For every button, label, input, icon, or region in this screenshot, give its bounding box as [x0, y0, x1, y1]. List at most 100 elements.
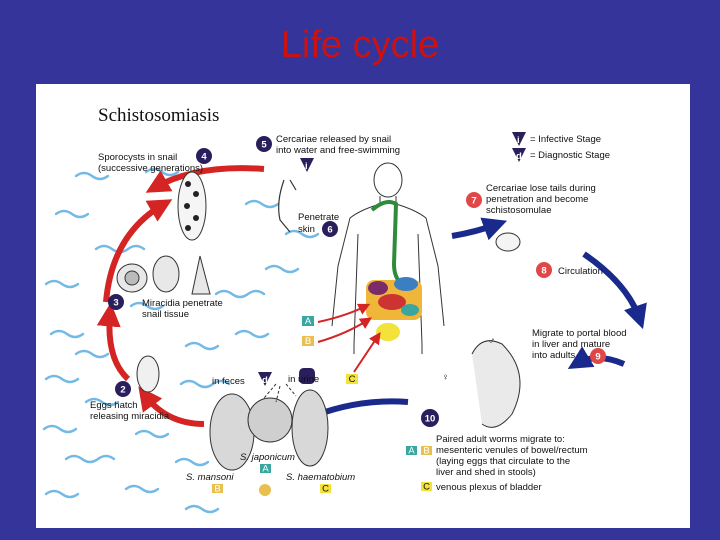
egg-s-haematobium: [291, 389, 329, 467]
svg-text:6: 6: [327, 225, 332, 236]
step-8-text: Circulation: [558, 266, 603, 277]
mansoni-marker-B: [212, 484, 223, 493]
svg-text:B: B: [423, 446, 429, 457]
step-6-text: Penetrate: [298, 212, 339, 223]
snail-illustrations: [116, 255, 211, 295]
step-9-text: Migrate to portal blood: [532, 328, 627, 339]
in-urine-label: in urine: [288, 374, 319, 385]
diagnostic-stage-icon: [512, 148, 526, 162]
step-3-badge: [108, 294, 124, 310]
svg-text:B: B: [305, 336, 311, 347]
blood-vessel-illustration: [370, 200, 404, 290]
svg-text:5: 5: [261, 140, 267, 151]
eggs-illustration: [209, 389, 329, 471]
legend: i = Infective Stage d = Diagnostic Stage: [512, 132, 610, 162]
egg-pointer-lines: [263, 383, 297, 403]
in-feces-label: in feces: [212, 376, 245, 387]
svg-text:8: 8: [541, 266, 546, 277]
step-10-marker-C: [421, 482, 432, 491]
legend-infective-label: = Infective Stage: [530, 134, 601, 145]
svg-text:C: C: [423, 482, 430, 493]
adult-worms-illustration: [471, 340, 521, 428]
arrow-8-circulation: [582, 251, 647, 330]
step-3: 3 Miracidia penetrate snail tissue: [108, 294, 223, 320]
step-8-badge: [536, 262, 552, 278]
step-10-marker-A: [406, 446, 417, 455]
svg-text:B: B: [214, 484, 220, 495]
svg-text:into adults: into adults: [532, 350, 576, 361]
arrow-3-to-4: [103, 199, 173, 303]
step-7: 7 Cercariae lose tails during penetratio…: [466, 183, 596, 216]
svg-text:venous plexus of bladder: venous plexus of bladder: [436, 482, 542, 493]
svg-text:10: 10: [425, 414, 436, 425]
svg-text:releasing miracidia: releasing miracidia: [90, 411, 170, 422]
svg-text:A: A: [305, 316, 312, 327]
step-1-badge: [299, 368, 315, 384]
lifecycle-diagram: Schistosomiasis i = Infective Stage d = …: [42, 105, 647, 514]
svg-text:3: 3: [113, 298, 118, 309]
female-symbol: ♀: [442, 372, 449, 383]
s-haematobium-label: S. haematobium: [286, 472, 355, 483]
step-3-text: Miracidia penetrate: [142, 298, 223, 309]
svg-text:(successive generations): (successive generations): [98, 163, 203, 174]
sporocyst-illustration: [177, 171, 207, 241]
arrow-eggs-to-2: [138, 386, 205, 427]
arrow-4-to-5: [145, 165, 265, 193]
step-5: 5 Cercariae released by snail into water…: [256, 134, 400, 172]
step-4-text: Sporocysts in snail: [98, 152, 177, 163]
svg-text:2: 2: [120, 385, 125, 396]
schistosomulum-illustration: [495, 232, 521, 252]
step-2-badge: [115, 381, 131, 397]
svg-text:A: A: [408, 446, 415, 457]
body-marker-B: [302, 336, 314, 346]
sporocyst-dots: [184, 181, 199, 231]
cercaria-illustration: [278, 179, 297, 233]
step-10-badge: [421, 409, 439, 427]
step-5-badge: [256, 136, 272, 152]
step-2-text: Eggs hatch: [90, 400, 138, 411]
svg-text:7: 7: [471, 196, 476, 207]
svg-text:d: d: [262, 375, 268, 386]
legend-infective-marker: i: [517, 135, 520, 146]
s-mansoni-label: S. mansoni: [186, 472, 234, 483]
svg-text:mesenteric venules of bowel/re: mesenteric venules of bowel/rectum: [436, 445, 588, 456]
step-8: 8 Circulation: [536, 262, 603, 278]
step-10: 10 Paired adult worms migrate to: mesent…: [406, 409, 588, 493]
svg-text:A: A: [262, 464, 269, 475]
egg-s-japonicum: [247, 397, 293, 443]
step-7-text: Cercariae lose tails during: [486, 183, 596, 194]
step-5-text: Cercariae released by snail: [276, 134, 391, 145]
svg-text:schistosomulae: schistosomulae: [486, 205, 551, 216]
step-2: 2 Eggs hatch releasing miracidia: [90, 381, 170, 422]
diagram-title: Schistosomiasis: [98, 105, 219, 126]
japonicum-marker-circle: [259, 484, 271, 496]
svg-text:C: C: [349, 374, 356, 385]
intestines-illustration: [366, 277, 422, 341]
step-5-infective-icon: [300, 158, 314, 172]
step-6: Penetrate skin 6: [298, 212, 339, 237]
legend-diagnostic-label: = Diagnostic Stage: [530, 150, 610, 161]
marker-arrows: [317, 303, 381, 373]
miracidium-illustration: [136, 355, 160, 393]
step-4: 4 Sporocysts in snail (successive genera…: [98, 148, 212, 174]
svg-text:4: 4: [201, 152, 207, 163]
svg-text:snail tissue: snail tissue: [142, 309, 189, 320]
step-4-badge: [196, 148, 212, 164]
male-symbol: ♂: [488, 336, 495, 347]
svg-text:(laying eggs that circulate to: (laying eggs that circulate to the: [436, 456, 570, 467]
svg-text:i: i: [305, 161, 308, 172]
arrow-2-to-3: [96, 302, 131, 382]
slide-title: Life cycle: [280, 24, 440, 66]
body-marker-A: [302, 316, 314, 326]
svg-text:in liver and mature: in liver and mature: [532, 339, 610, 350]
svg-text:skin: skin: [298, 224, 315, 235]
step-6-badge: [322, 221, 338, 237]
step-7-badge: [466, 192, 482, 208]
step-9-badge: [590, 348, 606, 364]
step-9: Migrate to portal blood in liver and mat…: [532, 328, 627, 364]
legend-diagnostic-marker: d: [516, 151, 522, 162]
svg-text:C: C: [322, 484, 329, 495]
haematobium-marker-C: [320, 484, 331, 493]
body-marker-C: [346, 374, 358, 384]
step-10-marker-B: [421, 446, 432, 455]
